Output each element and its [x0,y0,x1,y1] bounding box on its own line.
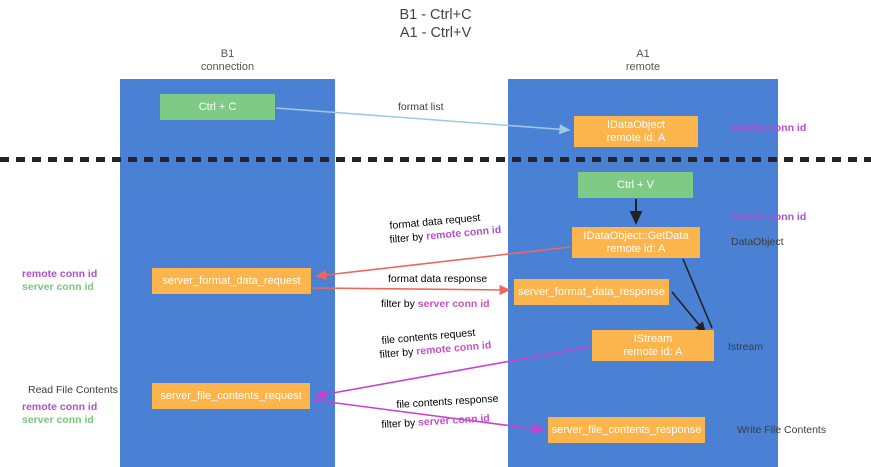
box-idataobject-getdata[interactable]: IDataObject::GetData remote id: A [572,227,700,258]
label-left-conn-ids-bottom: remote conn id server conn id [22,401,97,427]
column-header-a1-sub: remote [625,61,661,73]
box-idataobject[interactable]: IDataObject remote id: A [574,116,698,147]
box-server-file-contents-response-label: server_file_contents_response [551,423,702,436]
label-server-conn-id-left-mid: server conn id [22,281,94,293]
box-server-format-data-request[interactable]: server_format_data_request [152,268,311,294]
box-server-file-contents-request[interactable]: server_file_contents_request [152,383,310,409]
box-server-format-data-response[interactable]: server_format_data_response [514,279,669,305]
label-format-list: format list [398,101,444,113]
box-server-format-data-response-label: server_format_data_response [518,285,665,298]
label-remote-conn-id-mid: remote conn id [731,211,807,223]
title-line-1: B1 - Ctrl+C [399,7,472,23]
filter-by-text-1: filter by [389,230,427,246]
box-ctrl-v[interactable]: Ctrl + V [578,172,693,198]
box-getdata-line2: remote id: A [606,242,666,255]
column-header-a1-name: A1 [636,48,650,60]
label-remote-conn-id-left-bottom: remote conn id [22,401,98,413]
column-header-a1: A1 remote [508,48,778,74]
box-istream-line1: IStream [633,332,673,345]
column-header-b1: B1 connection [120,48,335,74]
column-header-b1-sub: connection [200,61,255,73]
label-remote-conn-id-left-mid: remote conn id [22,268,98,280]
label-file-contents-response: file contents response [396,392,499,411]
column-header-b1-name: B1 [220,48,235,60]
box-server-file-contents-response[interactable]: server_file_contents_response [548,417,705,443]
box-istream-line2: remote id: A [623,345,683,358]
filter-by-text-3: filter by [379,345,417,361]
label-remote-conn-id-top: remote conn id [731,122,807,134]
label-format-data-response: format data response [388,273,488,285]
box-idataobject-line2: remote id: A [606,131,666,144]
label-dataobject: DataObject [731,236,784,248]
label-istream-side: Istream [728,341,764,353]
box-ctrl-v-label: Ctrl + V [617,178,654,191]
label-server-conn-id-left-bottom: server conn id [22,414,94,426]
arrow-format-data-response [312,284,511,296]
box-ctrl-c[interactable]: Ctrl + C [160,94,275,120]
label-left-conn-ids-middle: remote conn id server conn id [22,268,97,294]
box-ctrl-c-label: Ctrl + C [198,100,237,113]
box-getdata-line1: IDataObject::GetData [583,229,689,242]
label-read-file-contents: Read File Contents [28,384,118,396]
filter-by-text-4: filter by [381,416,419,431]
page-title: B1 - Ctrl+C A1 - Ctrl+V [0,6,871,42]
box-server-format-data-request-label: server_format_data_request [162,274,301,287]
section-divider [0,157,871,162]
server-conn-id-text-2: server conn id [417,412,491,429]
box-idataobject-line1: IDataObject [606,118,666,131]
filter-by-text-2: filter by [381,298,418,310]
server-conn-id-text-1: server conn id [417,298,490,310]
label-filter-by-server-conn-id-1: filter by server conn id [381,297,490,311]
label-filter-by-server-conn-id-2: filter by server conn id [381,411,490,432]
box-istream[interactable]: IStream remote id: A [592,330,714,361]
label-write-file-contents: Write File Contents [737,424,827,436]
box-server-file-contents-request-label: server_file_contents_request [160,389,302,402]
title-line-2: A1 - Ctrl+V [399,25,472,41]
